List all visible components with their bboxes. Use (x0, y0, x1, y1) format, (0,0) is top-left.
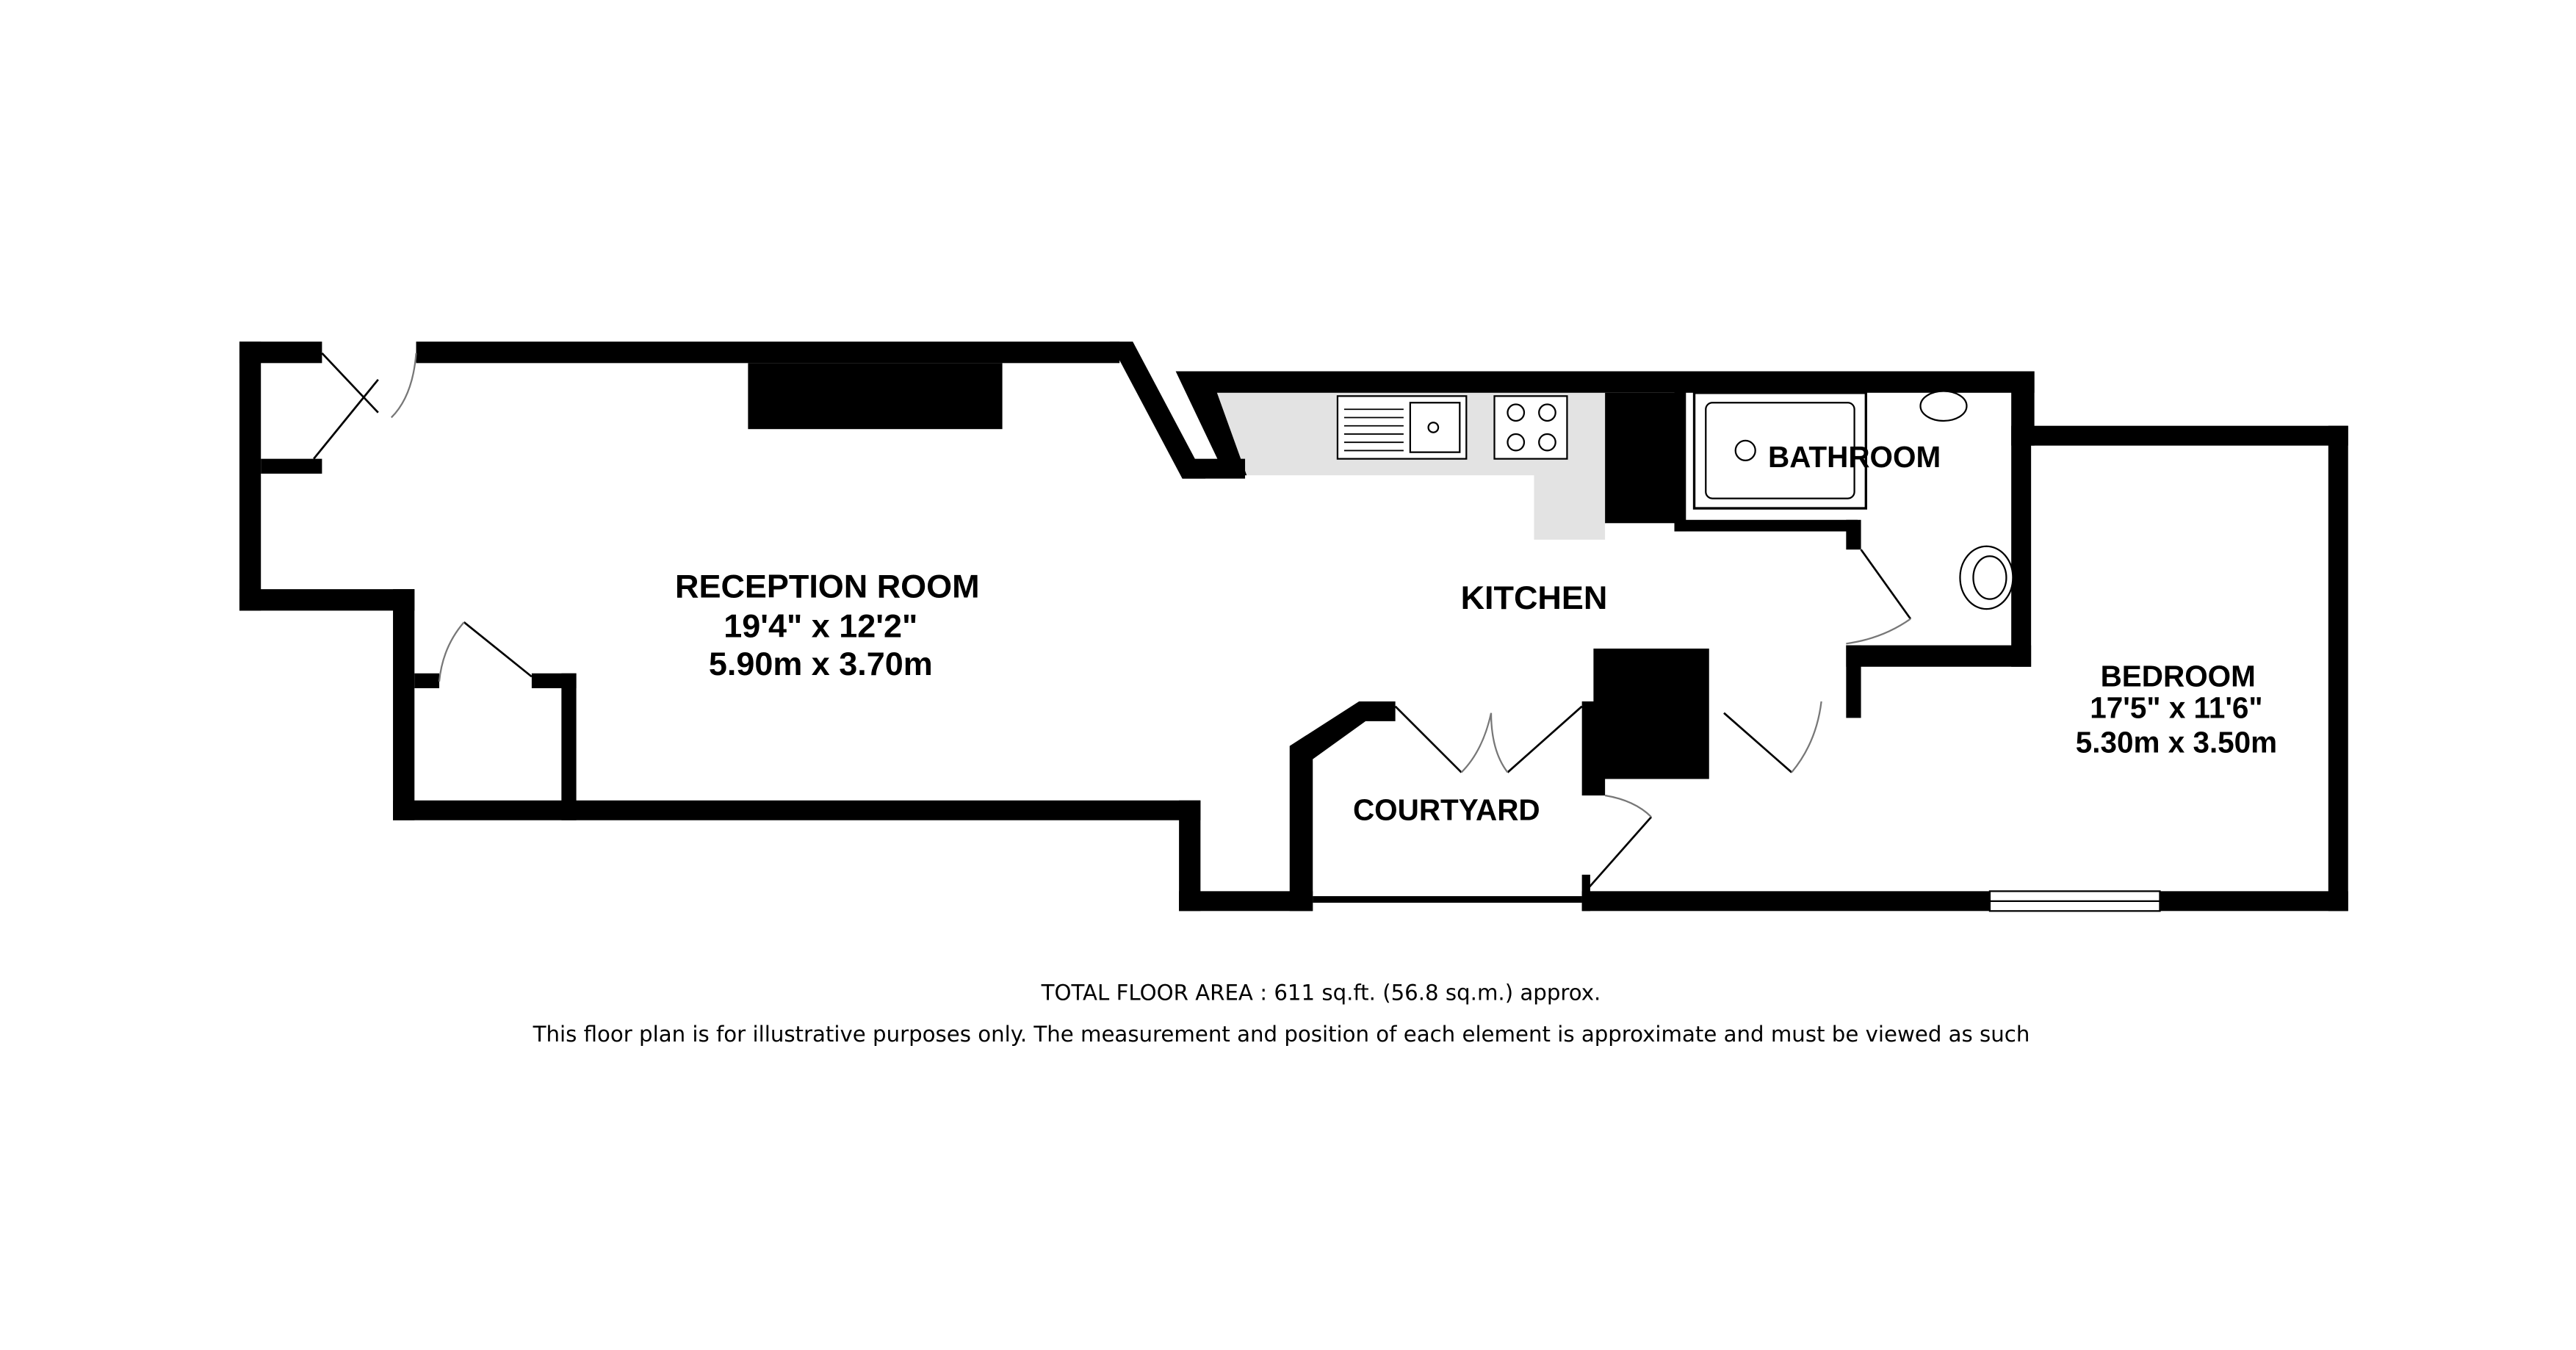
kitchen-label: KITCHEN (1461, 579, 1608, 616)
disclaimer: This floor plan is for illustrative purp… (533, 1022, 2030, 1047)
hob-icon (1493, 395, 1568, 460)
sink-icon (1336, 395, 1468, 460)
room-name: BEDROOM (2101, 660, 2256, 693)
room-metric-size: 5.90m x 3.70m (709, 645, 933, 682)
bathroom-label: BATHROOM (1768, 440, 1941, 474)
doors (313, 352, 1912, 889)
room-imperial-size: 17'5" x 11'6" (2090, 690, 2262, 724)
walls (239, 342, 2348, 912)
total-floor-area: TOTAL FLOOR AREA : 611 sq.ft. (56.8 sq.m… (1041, 981, 1601, 1006)
toilet-icon (1919, 390, 1968, 422)
bedroom-label: BEDROOM 17'5" x 11'6" 5.30m x 3.50m (2076, 660, 2277, 759)
room-metric-size: 5.30m x 3.50m (2076, 726, 2277, 759)
basin-icon (1959, 545, 2014, 610)
reception-room-label: RECEPTION ROOM 19'4" x 12'2" 5.90m x 3.7… (675, 567, 980, 682)
window (1988, 890, 2161, 912)
bath-icon (1692, 391, 1868, 510)
room-name: RECEPTION ROOM (675, 567, 980, 604)
room-imperial-size: 19'4" x 12'2" (724, 607, 917, 644)
courtyard-label: COURTYARD (1353, 793, 1540, 827)
